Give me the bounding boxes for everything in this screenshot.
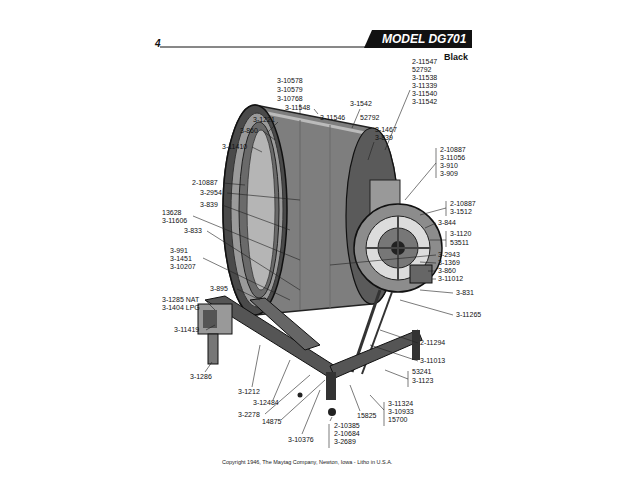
callout-number: 3-1120 <box>450 230 471 238</box>
callout-number: 3-10207 <box>170 263 196 271</box>
model-title: MODEL DG701 <box>382 31 466 47</box>
callout-number: 13628 <box>162 209 181 217</box>
copyright-note: Copyright 1946, The Maytag Company, Newt… <box>222 459 392 466</box>
callout-number: 3-1285 NAT <box>162 296 199 304</box>
callout-number: 3-11546 <box>320 114 345 122</box>
callout-number: 3-11013 <box>420 357 445 365</box>
callout-number: 2-11547 <box>412 58 437 66</box>
callout-number: 3-909 <box>440 170 458 178</box>
callout-number: 52792 <box>360 114 379 122</box>
callout-number: 3-1286 <box>190 373 212 381</box>
callout-number: 3-860 <box>240 127 258 135</box>
callout-number: 3-1512 <box>450 208 472 216</box>
callout-number: 3-11056 <box>440 154 465 162</box>
callout-number: 2-10887 <box>192 179 218 187</box>
callout-number: 3-895 <box>210 285 228 293</box>
callout-number: 3-844 <box>438 219 456 227</box>
callout-number: 3-11540 <box>412 90 437 98</box>
callout-number: 3-11410 <box>222 143 247 151</box>
callout-number: 2-10684 <box>334 430 360 438</box>
callout-number: 3-839 <box>200 201 218 209</box>
callout-number: 3-839 <box>375 134 393 142</box>
callout-number: 3-11419 <box>174 326 199 334</box>
callout-number: 3-12484 <box>253 399 279 407</box>
callout-number: 2-10887 <box>440 146 466 154</box>
callout-number: 2-10385 <box>334 422 360 430</box>
callout-number: 15700 <box>388 416 407 424</box>
callout-number: 3-10578 <box>277 77 303 85</box>
callout-number: 3-1221 <box>253 116 275 124</box>
callout-number: 3-833 <box>184 227 202 235</box>
callout-number: 3-11324 <box>388 400 413 408</box>
callout-number: 3-11606 <box>162 217 187 225</box>
callout-number: 3-11012 <box>438 275 463 283</box>
callout-number: 2-10887 <box>450 200 476 208</box>
callout-number: 3-2943 <box>438 251 460 259</box>
callout-number: 15825 <box>357 412 376 420</box>
callout-number: 3-1369 <box>438 259 460 267</box>
callout-number: 3-860 <box>438 267 456 275</box>
callout-number: 53241 <box>412 368 431 376</box>
callout-number: 3-2954 <box>200 189 222 197</box>
callout-number: 14875 <box>262 418 281 426</box>
callout-number: 3-1467 <box>375 126 397 134</box>
callout-number: 53511 <box>450 239 469 247</box>
callout-number: 3-11542 <box>412 98 437 106</box>
callout-number: 52792 <box>412 66 431 74</box>
callout-number: 3-910 <box>440 162 458 170</box>
callout-number: 3-1123 <box>412 377 433 385</box>
finish-label: Black <box>444 52 468 63</box>
callout-number: 3-11538 <box>412 74 437 82</box>
callout-number: 3-10933 <box>388 408 414 416</box>
callout-number: 3-991 <box>170 247 188 255</box>
callout-number: 3-11548 <box>285 104 310 112</box>
callout-number: 3-10768 <box>277 95 303 103</box>
callout-number: 3-11339 <box>412 82 437 90</box>
callout-number: 3-1212 <box>238 388 260 396</box>
callout-number: 3-10579 <box>277 86 303 94</box>
callout-number: 3-1404 LPG <box>162 304 200 312</box>
callout-number: 3-10376 <box>288 436 314 444</box>
callout-number: 3-2278 <box>238 411 260 419</box>
callout-number: 3-2689 <box>334 438 356 446</box>
callout-number: 3-11265 <box>456 311 481 319</box>
page-number: 4 <box>155 38 161 50</box>
callout-number: 2-11294 <box>420 339 445 347</box>
callout-number: 3-1451 <box>170 255 192 263</box>
callout-number: 3-831 <box>456 289 474 297</box>
callout-number: 3-1542 <box>350 100 372 108</box>
